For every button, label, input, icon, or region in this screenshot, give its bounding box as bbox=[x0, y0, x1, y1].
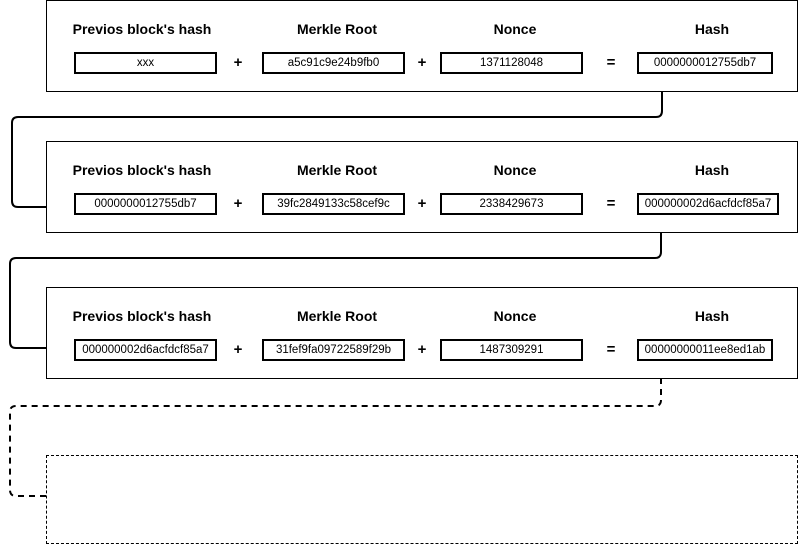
header-hash: Hash bbox=[694, 21, 730, 37]
next-block-placeholder bbox=[46, 455, 798, 544]
nonce-field: 2338429673 bbox=[440, 193, 583, 215]
header-previous-hash: Previos block's hash bbox=[72, 21, 212, 37]
plus-operator: + bbox=[417, 195, 427, 212]
plus-operator: + bbox=[417, 341, 427, 358]
plus-operator: + bbox=[233, 341, 243, 358]
header-merkle-root: Merkle Root bbox=[296, 308, 378, 324]
header-merkle-root: Merkle Root bbox=[296, 21, 378, 37]
prev-hash-field: xxx bbox=[74, 52, 217, 74]
header-hash: Hash bbox=[694, 162, 730, 178]
header-nonce: Nonce bbox=[493, 308, 537, 324]
plus-operator: + bbox=[233, 195, 243, 212]
header-previous-hash: Previos block's hash bbox=[72, 308, 212, 324]
equals-operator: = bbox=[606, 195, 616, 212]
header-nonce: Nonce bbox=[493, 21, 537, 37]
header-previous-hash: Previos block's hash bbox=[72, 162, 212, 178]
nonce-field: 1487309291 bbox=[440, 339, 583, 361]
merkle-root-field: a5c91c9e24b9fb0 bbox=[262, 52, 405, 74]
prev-hash-field: 000000002d6acfdcf85a7 bbox=[74, 339, 217, 361]
equals-operator: = bbox=[606, 341, 616, 358]
merkle-root-field: 31fef9fa09722589f29b bbox=[262, 339, 405, 361]
plus-operator: + bbox=[233, 54, 243, 71]
equals-operator: = bbox=[606, 54, 616, 71]
prev-hash-field: 0000000012755db7 bbox=[74, 193, 217, 215]
header-nonce: Nonce bbox=[493, 162, 537, 178]
hash-field: 000000002d6acfdcf85a7 bbox=[637, 193, 779, 215]
block-3: Previos block's hash Merkle Root Nonce H… bbox=[46, 287, 798, 379]
header-hash: Hash bbox=[694, 308, 730, 324]
nonce-field: 1371128048 bbox=[440, 52, 583, 74]
hash-field: 00000000011ee8ed1ab bbox=[637, 339, 773, 361]
merkle-root-field: 39fc2849133c58cef9c bbox=[262, 193, 405, 215]
header-merkle-root: Merkle Root bbox=[296, 162, 378, 178]
hash-field: 0000000012755db7 bbox=[637, 52, 773, 74]
block-2: Previos block's hash Merkle Root Nonce H… bbox=[46, 141, 798, 233]
block-1: Previos block's hash Merkle Root Nonce H… bbox=[46, 0, 798, 92]
plus-operator: + bbox=[417, 54, 427, 71]
